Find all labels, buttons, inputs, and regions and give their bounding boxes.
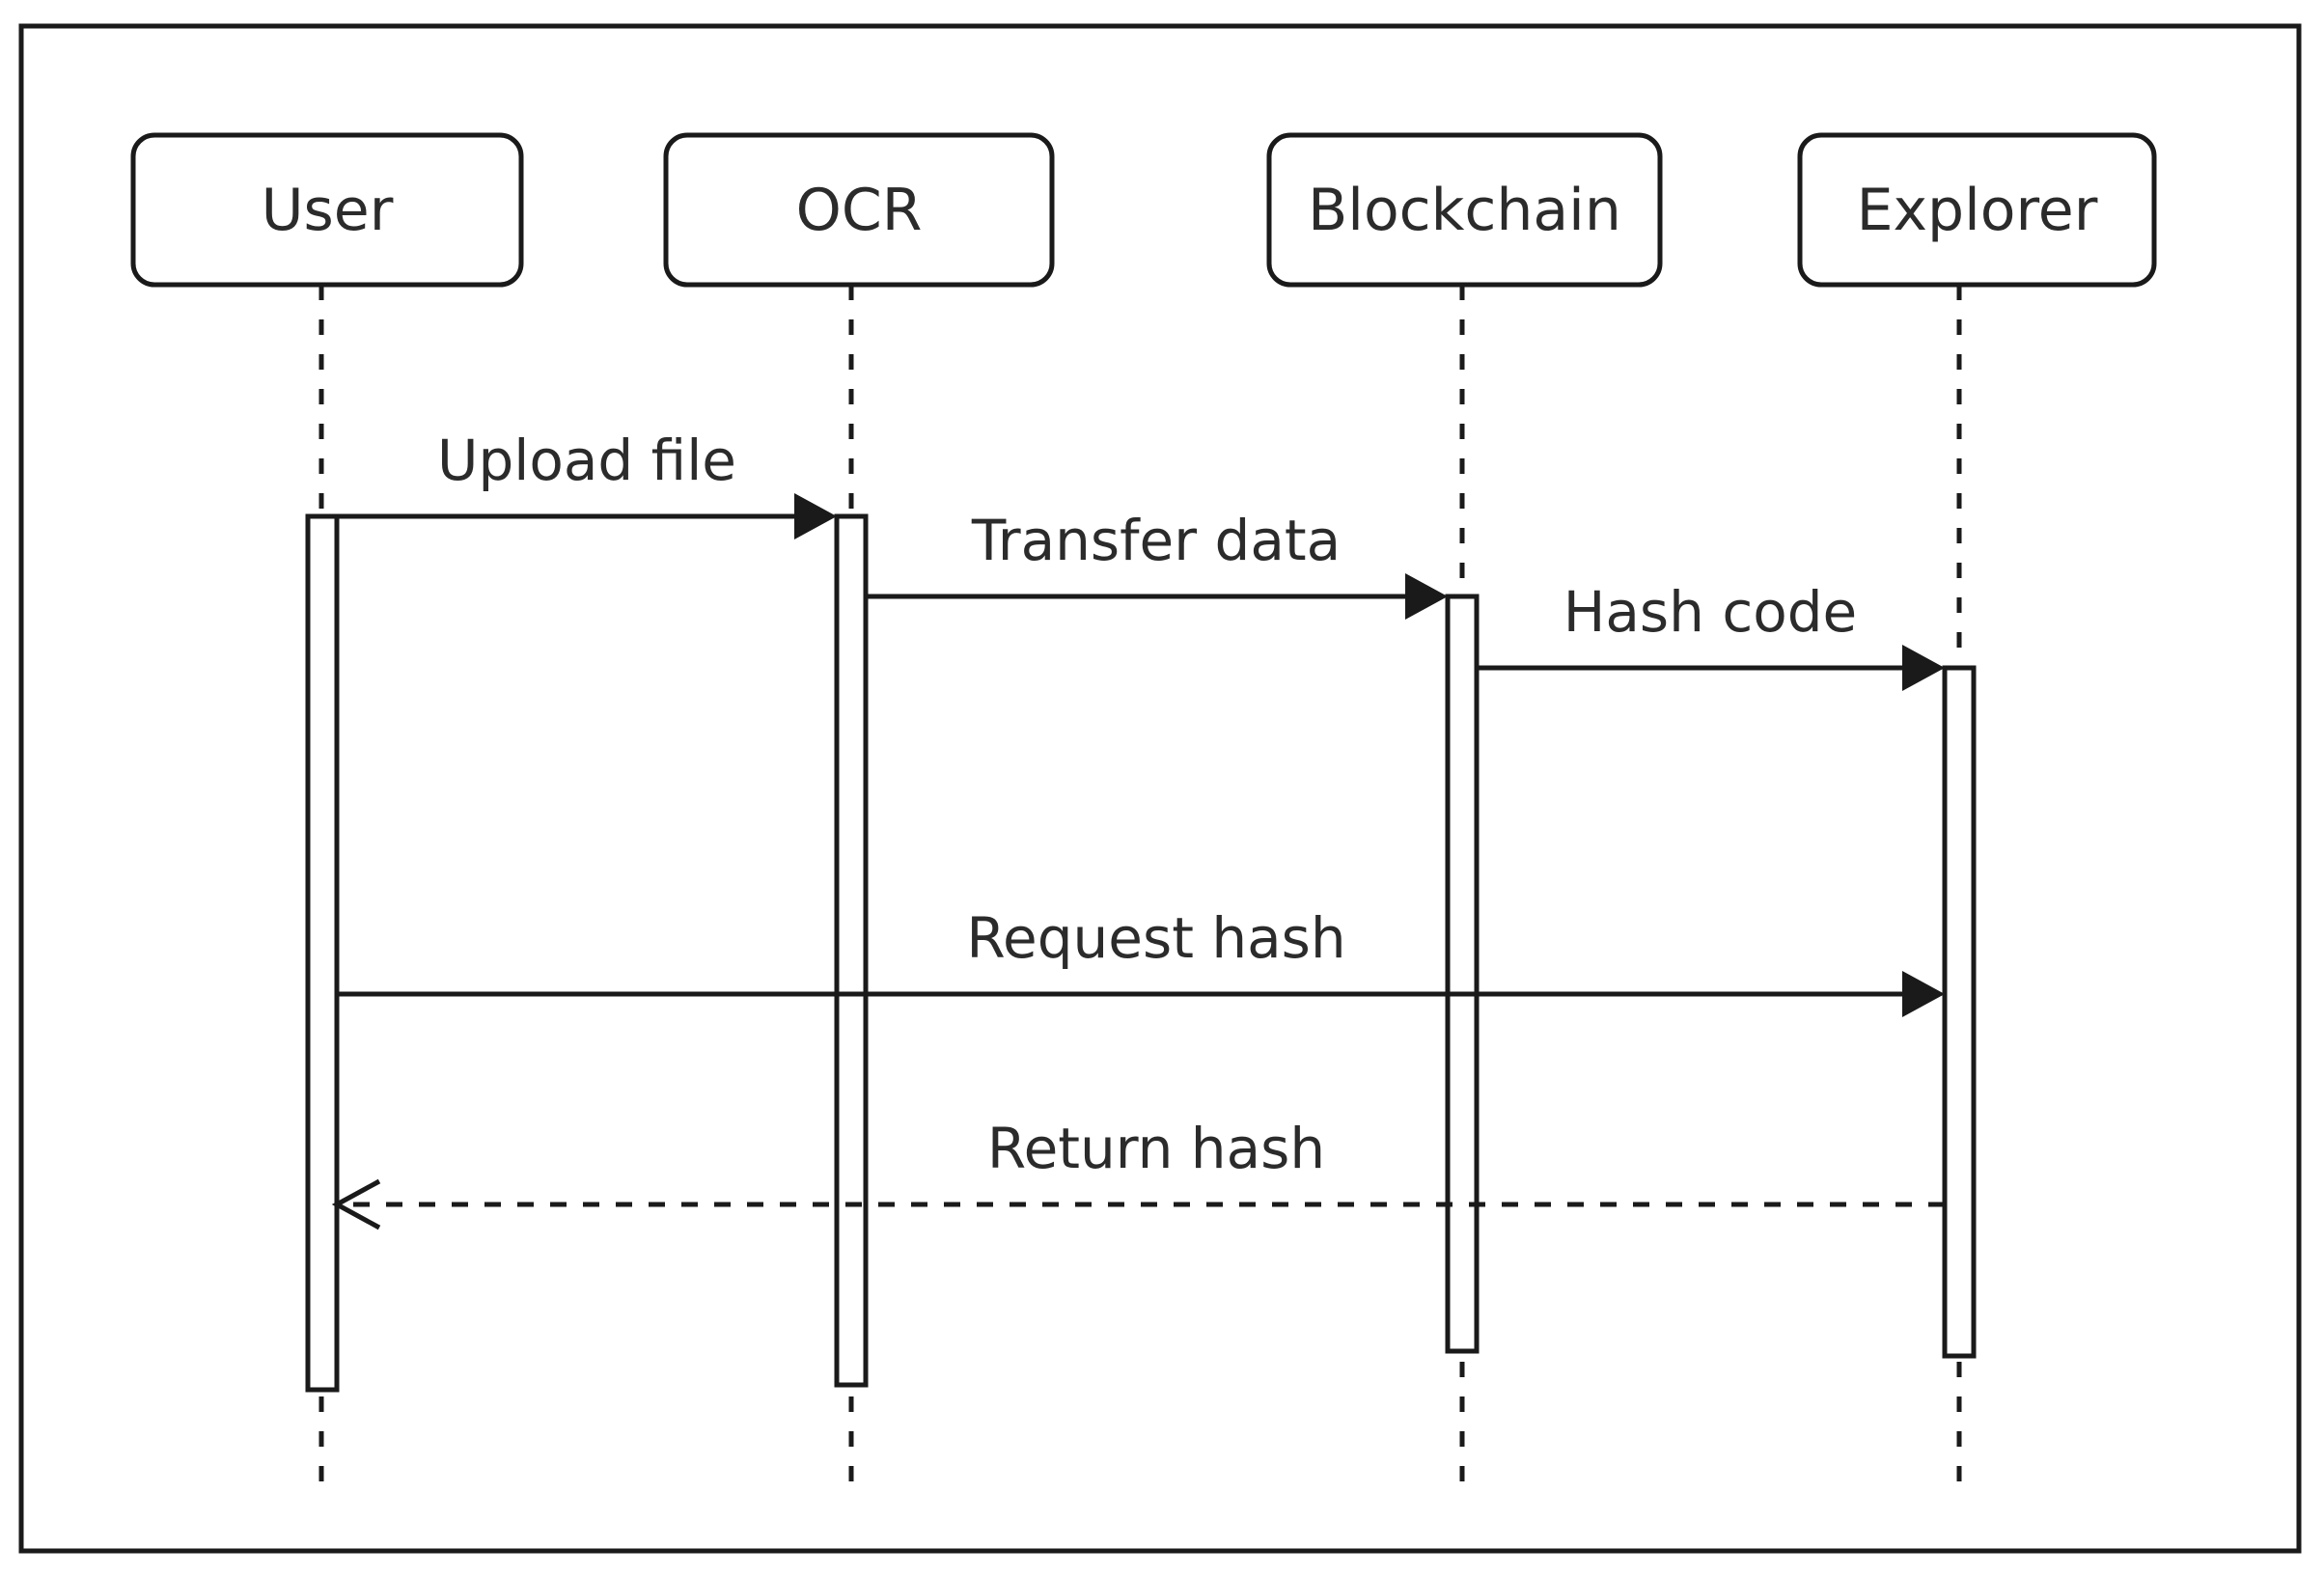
participant-box-explorer[interactable] [1797, 132, 2157, 288]
participant-label-ocr: OCR [796, 177, 923, 244]
arrowhead-m4 [1902, 971, 1945, 1017]
message-label-m4: Request hash [966, 905, 1345, 971]
participant-box-blockchain[interactable] [1266, 132, 1663, 288]
activation-bar-user [305, 513, 340, 1393]
participant-label-explorer: Explorer [1857, 177, 2098, 244]
arrowhead-m2 [1405, 573, 1448, 620]
activation-bars-group [305, 513, 1977, 1393]
message-label-m5: Return hash [987, 1116, 1325, 1181]
activation-bar-explorer [1942, 665, 1977, 1359]
arrowhead-m5 [331, 1178, 381, 1230]
participant-box-ocr[interactable] [663, 132, 1055, 288]
participants-group: User OCR Blockchain Explorer [130, 132, 2157, 288]
message-label-m2: Transfer data [971, 508, 1341, 573]
participant-label-blockchain: Blockchain [1308, 177, 1621, 244]
participant-box-user[interactable] [130, 132, 524, 288]
messages-group [331, 493, 1945, 1230]
arrowhead-m3 [1902, 645, 1945, 691]
activation-bar-ocr [834, 513, 869, 1388]
participant-label-user: User [262, 177, 394, 244]
arrowhead-m1 [794, 493, 837, 539]
activation-bar-blockchain [1445, 594, 1480, 1354]
message-label-m1: Upload file [437, 428, 736, 493]
message-label-m3: Hash code [1563, 579, 1857, 645]
